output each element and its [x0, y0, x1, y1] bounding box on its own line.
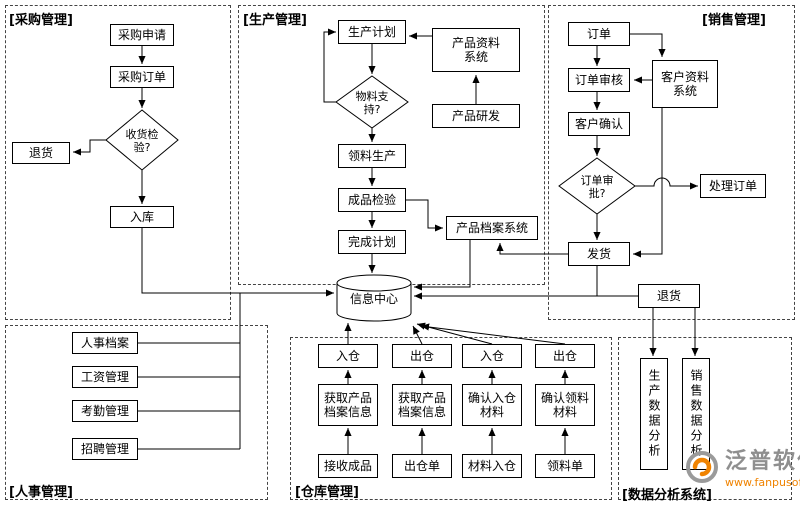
- watermark: 泛普软件 www.fanpusoft.com: [684, 449, 800, 489]
- sales-order-box: 订单: [568, 22, 630, 46]
- hr-recruitment-box: 招聘管理: [72, 438, 138, 460]
- production-data-analysis-box: 生产数据分析: [640, 358, 668, 470]
- section-title-analysis: [数据分析系统]: [622, 488, 712, 503]
- hr-files-box: 人事档案: [72, 332, 138, 354]
- stock-in-box: 入库: [110, 206, 174, 228]
- hr-salary-box: 工资管理: [72, 366, 138, 388]
- receiving-inspection-label: 收货检验?: [125, 128, 159, 154]
- section-title-sales: [销售管理]: [702, 13, 766, 28]
- purchase-order-box: 采购订单: [110, 66, 174, 88]
- info-center-label: 信息中心: [349, 291, 398, 306]
- receive-finished-box: 接收成品: [318, 454, 378, 478]
- section-purchase: [5, 5, 231, 320]
- product-rd-box: 产品研发: [432, 104, 520, 128]
- customer-confirm-box: 客户确认: [568, 112, 630, 136]
- finished-inspection-box: 成品检验: [338, 188, 406, 212]
- customer-data-system-box: 客户资料系统: [652, 60, 718, 108]
- section-title-production: [生产管理]: [243, 13, 307, 28]
- section-title-warehouse: [仓库管理]: [295, 485, 359, 500]
- product-archive-system-box: 产品档案系统: [446, 216, 538, 240]
- material-in-box: 材料入仓: [462, 454, 522, 478]
- section-title-purchase: [采购管理]: [9, 13, 73, 28]
- process-order-box: 处理订单: [700, 174, 766, 198]
- pick-slip-box: 领料单: [535, 454, 595, 478]
- order-review-box: 订单审核: [568, 68, 630, 92]
- ship-box: 发货: [568, 242, 630, 266]
- complete-plan-box: 完成计划: [338, 230, 406, 254]
- sales-data-analysis-box: 销售数据分析: [682, 358, 710, 470]
- hr-attendance-box: 考勤管理: [72, 400, 138, 422]
- sales-return-box: 退货: [638, 284, 700, 308]
- warehouse-in1-box: 入仓: [318, 344, 378, 368]
- material-support-label: 物料支持?: [355, 90, 389, 116]
- warehouse-in2-box: 入仓: [462, 344, 522, 368]
- purchase-return-box: 退货: [12, 142, 70, 164]
- get-archive-info2-box: 获取产品档案信息: [392, 384, 452, 426]
- confirm-in-material-box: 确认入仓材料: [462, 384, 522, 426]
- get-archive-info1-box: 获取产品档案信息: [318, 384, 378, 426]
- picking-production-box: 领料生产: [338, 144, 406, 168]
- watermark-text: 泛普软件 www.fanpusoft.com: [725, 449, 800, 489]
- section-title-hr: [人事管理]: [9, 485, 73, 500]
- order-approval-label: 订单审批?: [580, 174, 614, 200]
- warehouse-out2-box: 出仓: [535, 344, 595, 368]
- confirm-pick-material-box: 确认领料材料: [535, 384, 595, 426]
- section-sales: [548, 5, 795, 320]
- warehouse-out1-box: 出仓: [392, 344, 452, 368]
- section-hr: [5, 325, 268, 500]
- watermark-brand: 泛普软件: [725, 449, 800, 474]
- out-slip-box: 出仓单: [392, 454, 452, 478]
- watermark-url: www.fanpusoft.com: [725, 476, 800, 489]
- section-analysis: [618, 337, 792, 500]
- production-plan-box: 生产计划: [338, 20, 406, 44]
- product-data-system-box: 产品资料系统: [432, 28, 520, 72]
- fanpu-logo-icon: [686, 451, 718, 483]
- purchase-request-box: 采购申请: [110, 24, 174, 46]
